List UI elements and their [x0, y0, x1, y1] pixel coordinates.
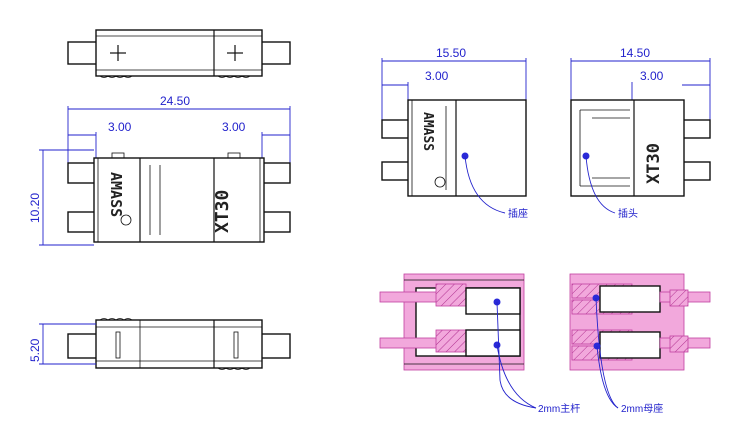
- model-marking-front: XT30: [212, 190, 233, 233]
- brand-marking-front: AMASS: [107, 172, 125, 217]
- model-marking-plug: XT30: [644, 143, 664, 184]
- socket-width-label: 15.50: [436, 46, 466, 60]
- socket-section: [379, 273, 537, 409]
- top-right-offset-label: 3.00: [222, 120, 246, 134]
- top-view: [67, 29, 291, 78]
- front-height-dimension: [39, 149, 94, 246]
- socket-label: 插座: [508, 207, 528, 220]
- plug-view: [570, 58, 711, 214]
- socket-offset-label: 3.00: [425, 69, 449, 83]
- top-left-offset-label: 3.00: [108, 120, 132, 134]
- bottom-height-label: 5.20: [28, 338, 42, 362]
- pin-label: 2mm主杆: [538, 403, 580, 415]
- socket-view: [381, 58, 527, 214]
- front-height-label: 10.20: [28, 193, 42, 223]
- receptacle-label: 2mm母座: [621, 402, 663, 415]
- plug-section: [569, 273, 711, 409]
- plug-width-label: 14.50: [620, 46, 650, 60]
- plug-label: 插头: [618, 207, 638, 220]
- plus-mark-left: [110, 45, 126, 61]
- top-width-label: 24.50: [160, 94, 190, 108]
- bottom-view: [39, 318, 291, 370]
- plus-mark-right: [227, 45, 243, 61]
- plug-offset-label: 3.00: [640, 69, 664, 83]
- front-view: [67, 106, 291, 243]
- brand-marking-socket: AMASS: [420, 112, 435, 151]
